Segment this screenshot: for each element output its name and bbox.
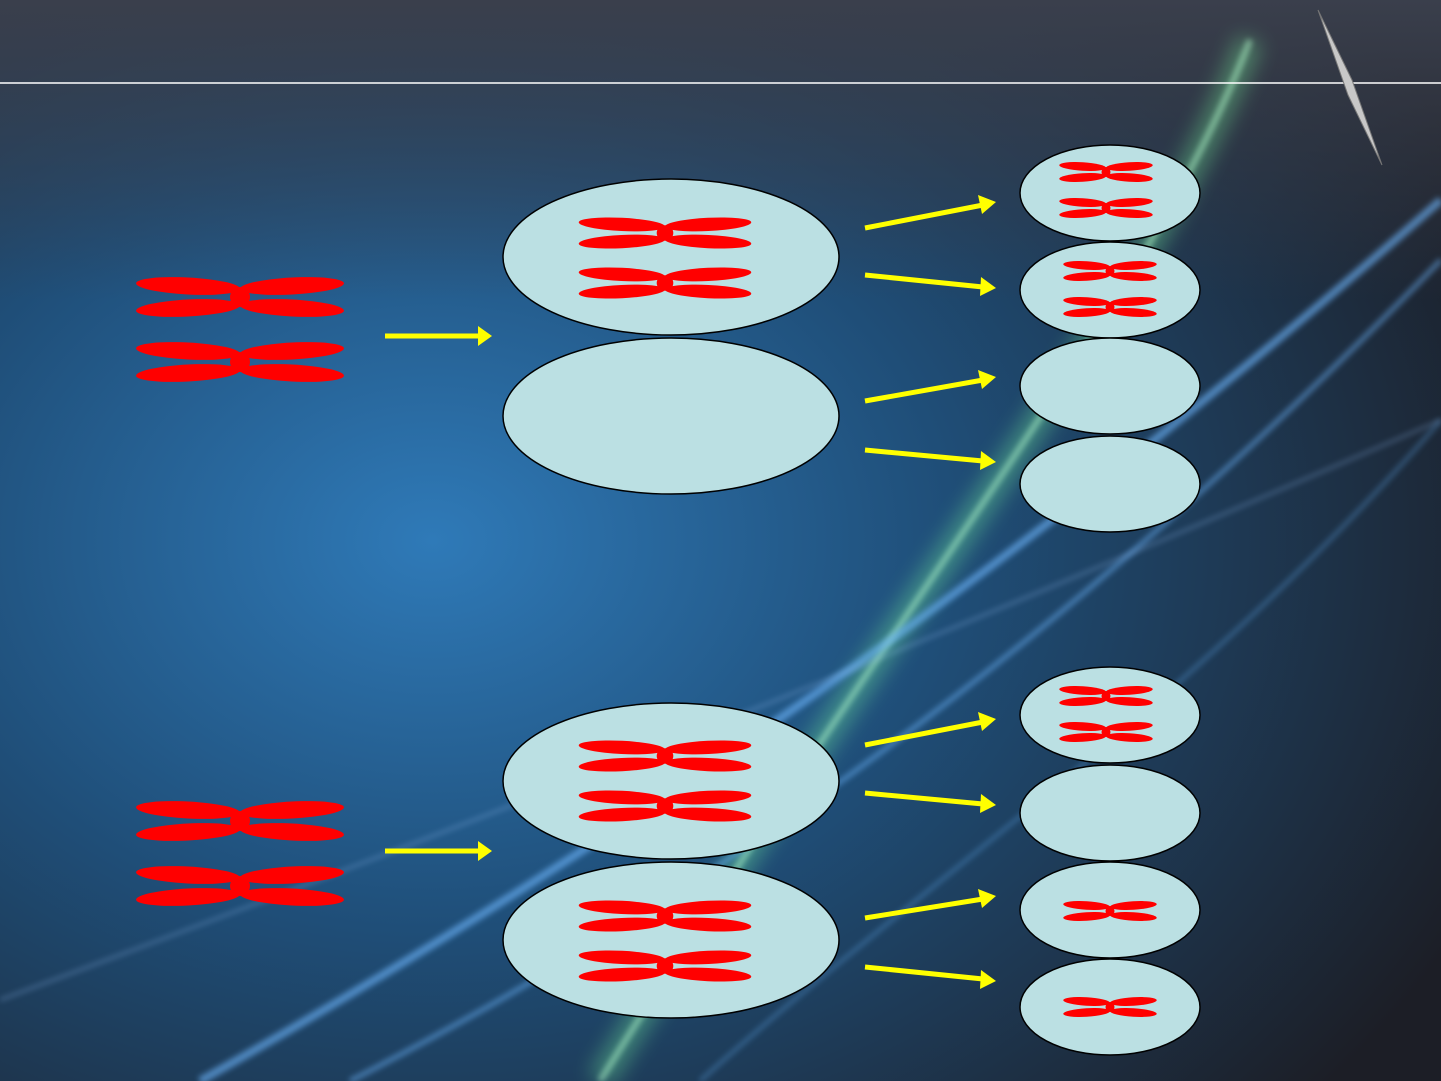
gamete <box>1019 144 1201 242</box>
row-2-nondisjunction <box>135 666 1201 1056</box>
spindle-needle-icon <box>1317 9 1383 166</box>
arrows <box>864 719 984 982</box>
gamete <box>1019 666 1201 764</box>
arrow-head <box>478 326 492 346</box>
gamete-empty <box>1019 337 1201 435</box>
gamete <box>1019 241 1201 339</box>
cell <box>502 702 840 860</box>
cell-empty <box>502 337 840 495</box>
gamete-empty <box>1019 764 1201 862</box>
cell <box>502 178 840 336</box>
cell <box>502 861 840 1019</box>
arrow-heads <box>978 195 996 470</box>
row-1-nondisjunction <box>135 144 1201 533</box>
arrow-heads <box>978 712 996 989</box>
arrow-head <box>478 841 492 861</box>
arrows <box>864 202 984 464</box>
gamete-empty <box>1019 435 1201 533</box>
